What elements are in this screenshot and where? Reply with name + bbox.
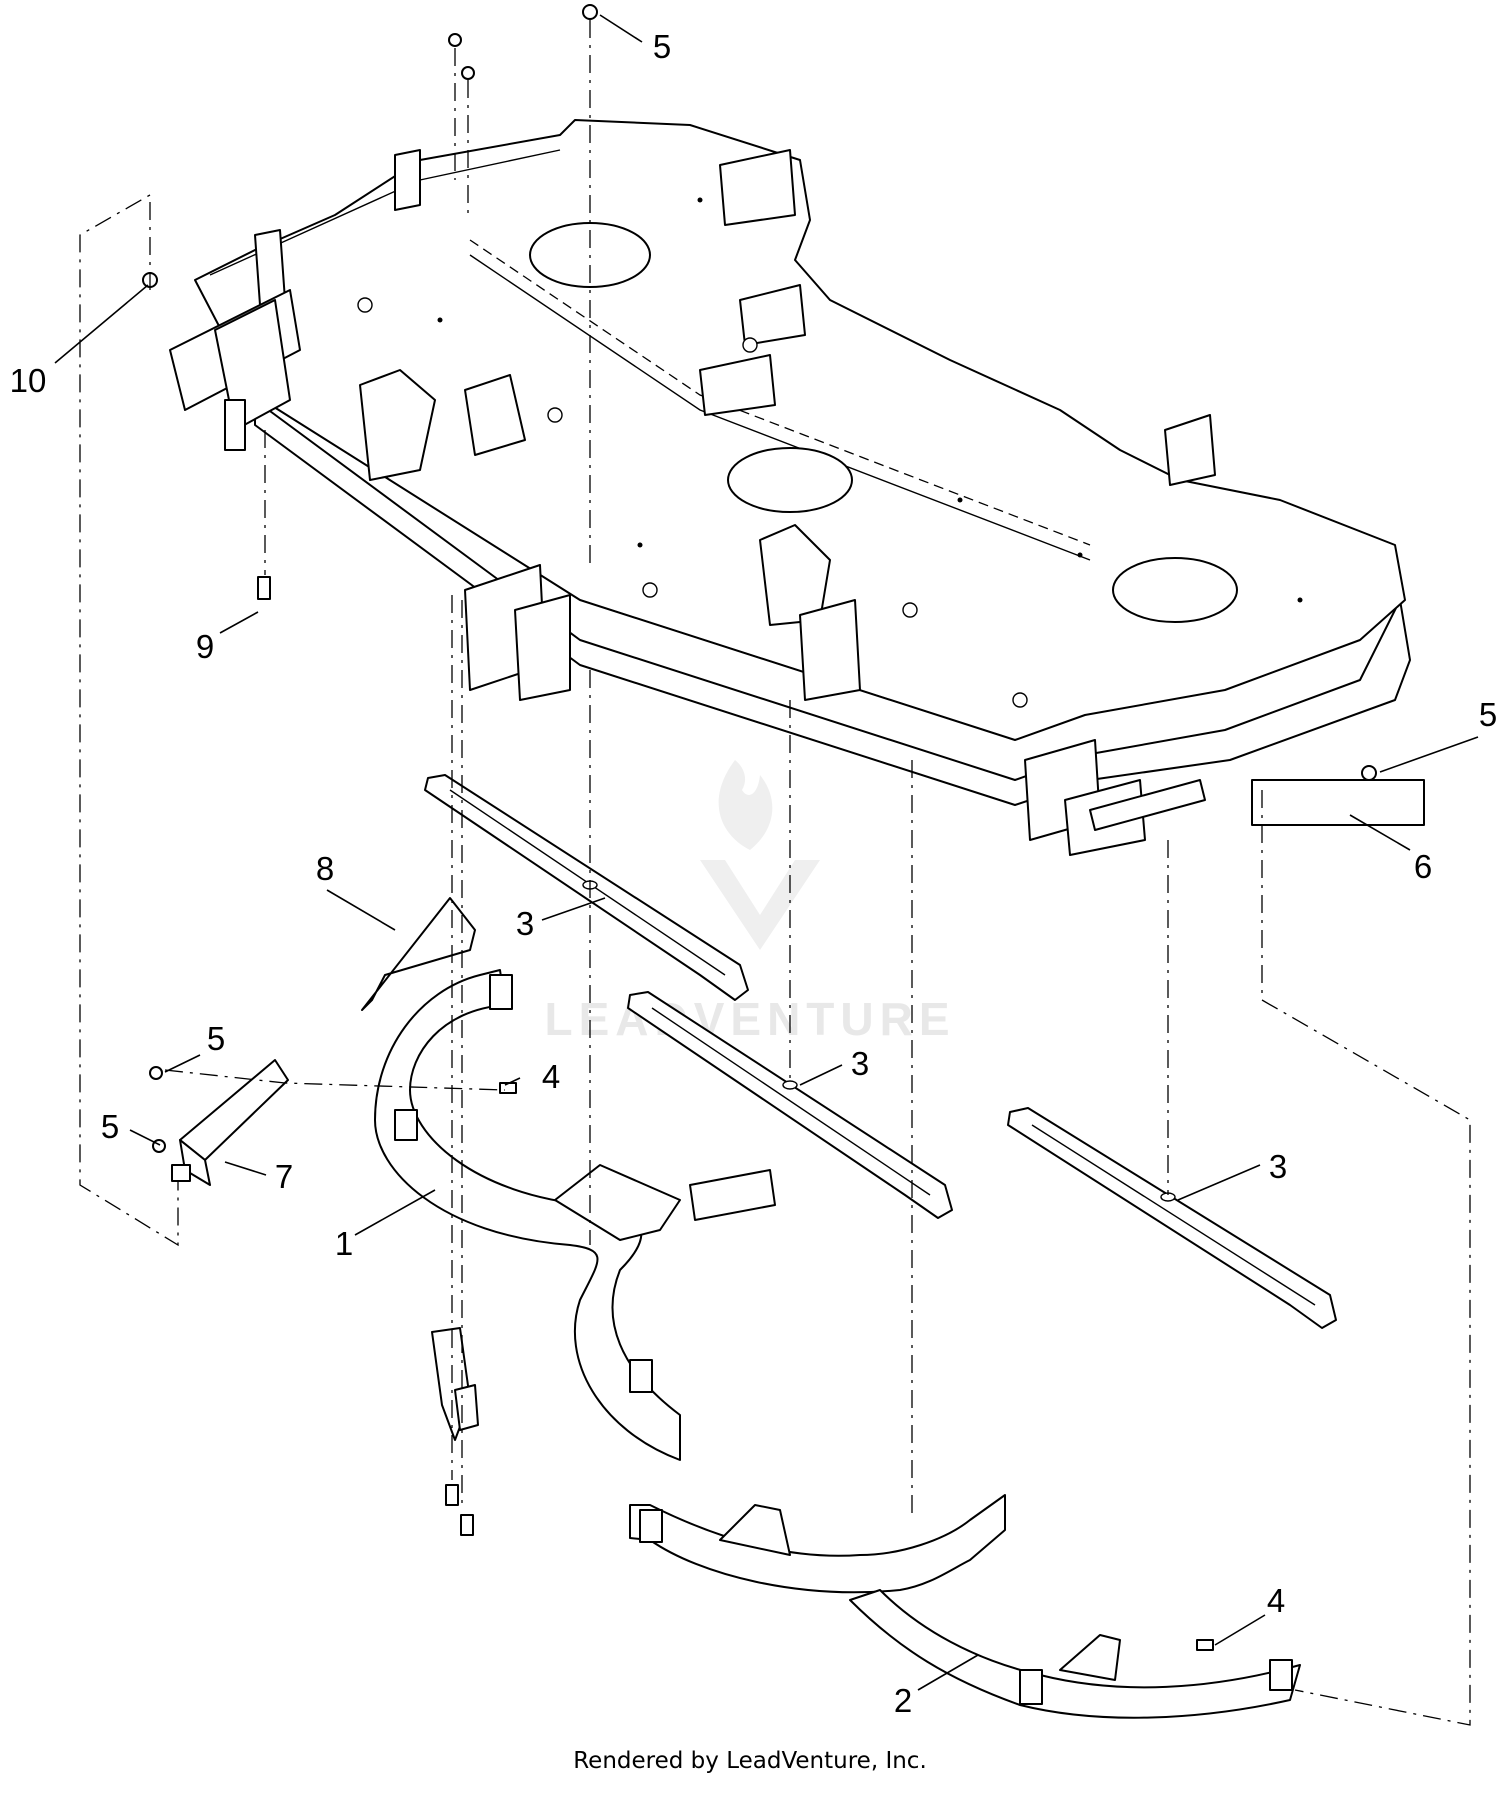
callout-5-plate-bottom: 5 bbox=[101, 1108, 119, 1145]
callout-9: 9 bbox=[196, 628, 214, 665]
mounting-bracket-lower bbox=[431, 1327, 479, 1441]
callout-6: 6 bbox=[1414, 848, 1432, 885]
callout-4-lower: 4 bbox=[1267, 1582, 1285, 1619]
assembly-centerlines bbox=[79, 20, 1471, 1726]
mower-blade-center bbox=[627, 991, 953, 1219]
hardware-bolts bbox=[142, 4, 1425, 1651]
callout-3-right: 3 bbox=[1269, 1148, 1287, 1185]
spindle-opening-right bbox=[1112, 557, 1238, 623]
side-discharge-plate bbox=[171, 1059, 289, 1186]
watermark-text: LEADVENTURE bbox=[544, 993, 955, 1045]
callout-10: 10 bbox=[10, 362, 47, 399]
callout-5-top: 5 bbox=[653, 28, 671, 65]
callout-5-right: 5 bbox=[1479, 696, 1497, 733]
callout-1: 1 bbox=[335, 1225, 353, 1262]
baffle-right bbox=[629, 1494, 1301, 1719]
render-credit: Rendered by LeadVenture, Inc. bbox=[573, 1748, 927, 1774]
callout-4-upper: 4 bbox=[542, 1058, 560, 1095]
callout-2: 2 bbox=[894, 1682, 912, 1719]
callout-labels: 10 9 5 5 6 8 3 3 3 5 4 5 7 1 4 2 bbox=[10, 28, 1498, 1719]
callout-5-plate-top: 5 bbox=[207, 1020, 225, 1057]
baffle-left bbox=[374, 969, 776, 1461]
callout-3-left: 3 bbox=[516, 905, 534, 942]
callout-leaders bbox=[54, 14, 1479, 1691]
mower-blade-left bbox=[424, 774, 749, 1001]
callout-8: 8 bbox=[316, 850, 334, 887]
mower-deck-housing bbox=[169, 119, 1411, 856]
deflector-plate bbox=[361, 897, 476, 1011]
decal bbox=[1251, 779, 1425, 826]
deck-fasteners bbox=[357, 197, 1303, 708]
callout-3-center: 3 bbox=[851, 1045, 869, 1082]
mower-blade-right bbox=[1007, 1107, 1337, 1329]
spindle-opening-center bbox=[727, 447, 853, 513]
callout-7: 7 bbox=[275, 1158, 293, 1195]
